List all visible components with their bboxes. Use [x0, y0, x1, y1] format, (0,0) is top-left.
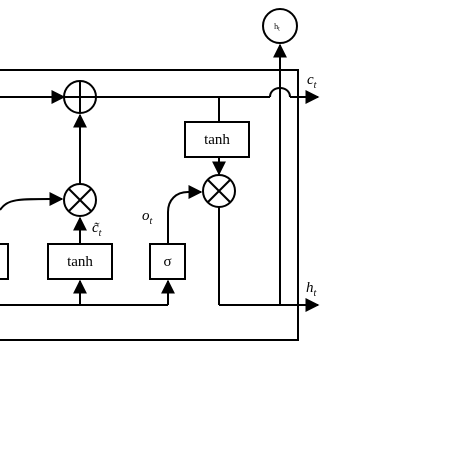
tanh-box-candidate [47, 243, 113, 280]
tanh-box-output [184, 121, 250, 158]
tanh-output-label: tanh [204, 132, 230, 148]
c-tilde-label: c̃t [92, 220, 102, 239]
cell-frame [0, 69, 299, 341]
sigma-label: σ [163, 254, 171, 270]
h-t-label: ht [306, 280, 317, 299]
multiply-node-input [63, 183, 97, 217]
multiply-node-output [202, 174, 236, 208]
output-gate-arrow [167, 185, 203, 244]
partial-gate-box [0, 243, 9, 280]
tanh-candidate-label: tanh [67, 254, 93, 270]
sigma-box-output [149, 243, 186, 280]
input-gate-arrow [0, 191, 64, 211]
c-t-label: ct [307, 72, 317, 91]
o-t-label: ot [142, 208, 153, 227]
add-node [63, 80, 97, 114]
hidden-output-node [262, 8, 298, 44]
hidden-output-node-label: ht [274, 22, 280, 33]
